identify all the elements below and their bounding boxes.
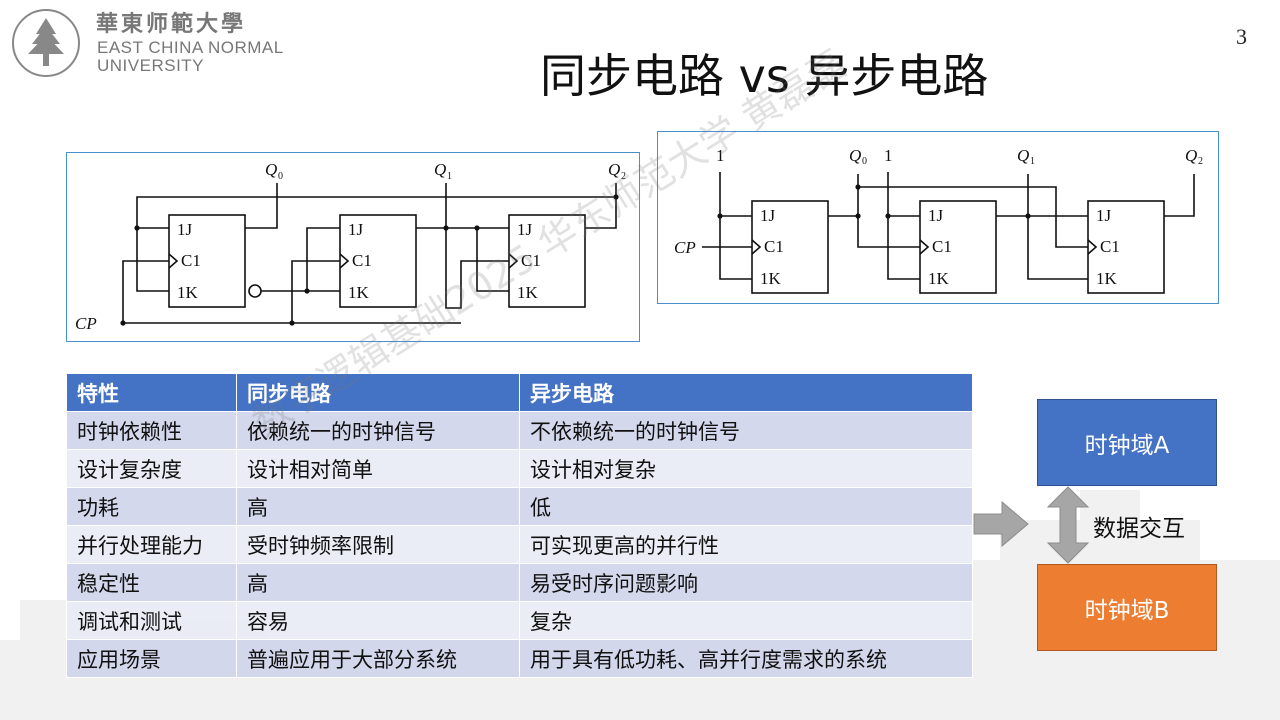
- clock-domain-a-box: 时钟域A: [1037, 399, 1217, 486]
- logo-chinese-name: 華東师範大學: [96, 11, 247, 37]
- table-cell: 复杂: [519, 601, 973, 640]
- table-cell: 调试和测试: [66, 601, 237, 640]
- slide-title: 同步电路 vs 异步电路: [540, 49, 989, 103]
- aff1-c-label: C1: [932, 237, 952, 256]
- table-cell: 用于具有低功耗、高并行度需求的系统: [519, 639, 973, 678]
- logo-english-line2: UNIVERSITY: [97, 56, 205, 75]
- university-logo: [8, 6, 298, 80]
- ff0-c-label: C1: [181, 251, 201, 270]
- aff2-j-label: 1J: [1096, 206, 1112, 225]
- aff0-k-label: 1K: [760, 269, 782, 288]
- table-cell: 普遍应用于大部分系统: [236, 639, 520, 678]
- table-row: 稳定性 高 易受时序问题影响: [66, 563, 973, 602]
- q0-label: Q: [265, 160, 277, 179]
- aff0-j-label: 1J: [760, 206, 776, 225]
- table-cell: 可实现更高的并行性: [519, 525, 973, 564]
- table-row: 功耗 高 低: [66, 487, 973, 526]
- table-cell: 稳定性: [66, 563, 237, 602]
- table-row: 应用场景 普遍应用于大部分系统 用于具有低功耗、高并行度需求的系统: [66, 639, 973, 678]
- table-cell: 时钟依赖性: [66, 411, 237, 450]
- table-cell: 功耗: [66, 487, 237, 526]
- ff2-j-label: 1J: [517, 220, 533, 239]
- q1-label: Q: [434, 160, 446, 179]
- ff2-k-label: 1K: [517, 283, 539, 302]
- aff1-j-label: 1J: [928, 206, 944, 225]
- aff0-one-label: 1: [716, 146, 725, 165]
- table-cell: 高: [236, 563, 520, 602]
- table-cell: 设计复杂度: [66, 449, 237, 488]
- table-row: 调试和测试 容易 复杂: [66, 601, 973, 640]
- table-row: 设计复杂度 设计相对简单 设计相对复杂: [66, 449, 973, 488]
- logo-english-line1: EAST CHINA NORMAL: [97, 38, 284, 57]
- ff1-c-label: C1: [352, 251, 372, 270]
- q2-subscript: 2: [621, 171, 626, 182]
- aff2-c-label: C1: [1100, 237, 1120, 256]
- table-cell: 应用场景: [66, 639, 237, 678]
- table-header-cell: 特性: [66, 373, 237, 412]
- cp-label: CP: [75, 314, 97, 333]
- acp-label: CP: [674, 238, 696, 257]
- aff0-c-label: C1: [764, 237, 784, 256]
- table-cell: 设计相对简单: [236, 449, 520, 488]
- table-row: 并行处理能力 受时钟频率限制 可实现更高的并行性: [66, 525, 973, 564]
- ff1-k-label: 1K: [348, 283, 370, 302]
- ff2-c-label: C1: [521, 251, 541, 270]
- arrow-right-icon: [973, 500, 1029, 548]
- aff1-one-label: 1: [884, 146, 893, 165]
- table-row: 时钟依赖性 依赖统一的时钟信号 不依赖统一的时钟信号: [66, 411, 973, 450]
- aff2-k-label: 1K: [1096, 269, 1118, 288]
- ff1-j-label: 1J: [348, 220, 364, 239]
- table-header-cell: 异步电路: [519, 373, 973, 412]
- aff1-k-label: 1K: [928, 269, 950, 288]
- aq1-label: Q: [1017, 146, 1029, 165]
- q2-label: Q: [608, 160, 620, 179]
- asynchronous-circuit-diagram: 1J C1 1K 1J C1 1K 1J C1 1K 1 1 Q 0 Q 1 Q…: [657, 131, 1219, 304]
- q1-subscript: 1: [447, 171, 452, 182]
- table-cell: 受时钟频率限制: [236, 525, 520, 564]
- table-cell: 并行处理能力: [66, 525, 237, 564]
- synchronous-circuit-diagram: 1J C1 1K 1J C1 1K 1J C1 1K Q 0 Q 1 Q 2 C…: [66, 152, 640, 342]
- table-cell: 设计相对复杂: [519, 449, 973, 488]
- ff0-j-label: 1J: [177, 220, 193, 239]
- table-cell: 高: [236, 487, 520, 526]
- aq1-subscript: 1: [1030, 156, 1035, 167]
- page-number: 3: [1236, 24, 1247, 49]
- clock-domain-b-box: 时钟域B: [1037, 564, 1217, 651]
- comparison-table: 特性 同步电路 异步电路 时钟依赖性 依赖统一的时钟信号 不依赖统一的时钟信号 …: [66, 373, 973, 678]
- double-arrow-vertical-icon: [1046, 486, 1090, 564]
- aq0-subscript: 0: [862, 156, 867, 167]
- table-header-cell: 同步电路: [236, 373, 520, 412]
- data-exchange-label: 数据交互: [1093, 516, 1185, 542]
- table-header-row: 特性 同步电路 异步电路: [66, 373, 973, 412]
- pine-tree-seal-icon: [12, 9, 80, 77]
- table-cell: 低: [519, 487, 973, 526]
- table-cell: 易受时序问题影响: [519, 563, 973, 602]
- table-cell: 容易: [236, 601, 520, 640]
- aq2-label: Q: [1185, 146, 1197, 165]
- q0-subscript: 0: [278, 171, 283, 182]
- table-cell: 不依赖统一的时钟信号: [519, 411, 973, 450]
- aq0-label: Q: [849, 146, 861, 165]
- table-cell: 依赖统一的时钟信号: [236, 411, 520, 450]
- ff0-k-label: 1K: [177, 283, 199, 302]
- aq2-subscript: 2: [1198, 156, 1203, 167]
